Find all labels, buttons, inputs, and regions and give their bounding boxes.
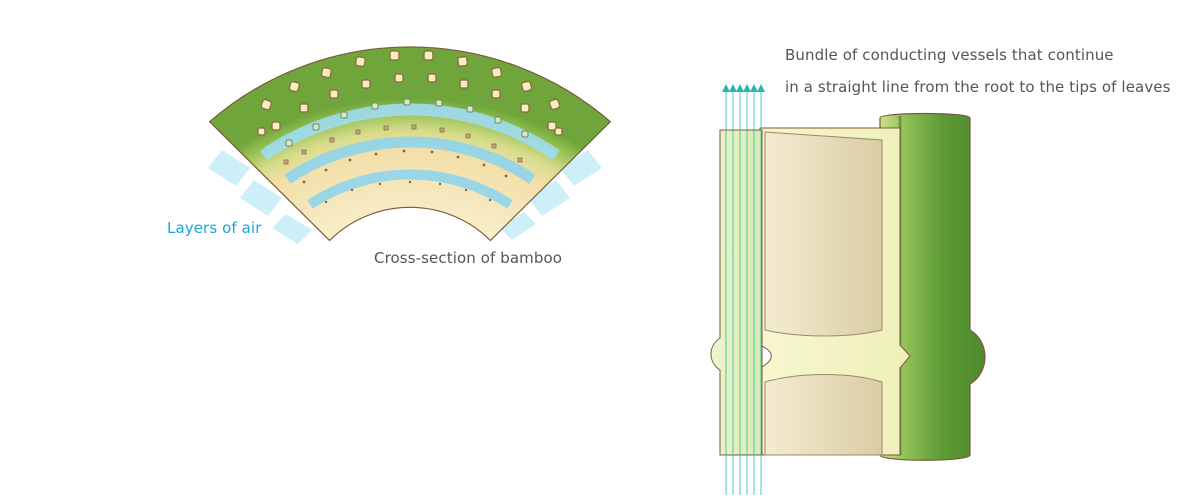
air-layers: [260, 103, 560, 209]
vascular-bundles: [257, 50, 563, 204]
cross-section-label: Cross-section of bamboo: [374, 249, 563, 267]
bamboo-longitudinal-section: [710, 84, 986, 495]
conducting-vessels: [725, 92, 762, 495]
vessel-description-line-1: Bundle of conducting vessels that contin…: [785, 46, 1114, 64]
bamboo-upper-cavity: [764, 131, 883, 337]
vessel-description-line-2: in a straight line from the root to the …: [785, 78, 1171, 96]
bamboo-lower-cavity: [764, 374, 883, 456]
arrow-up-icon: [722, 84, 765, 92]
layers-of-air-label: Layers of air: [167, 219, 262, 237]
vessel-strip: [710, 129, 763, 456]
air-layer-fins: [208, 150, 602, 244]
bamboo-cross-section: [208, 46, 612, 244]
